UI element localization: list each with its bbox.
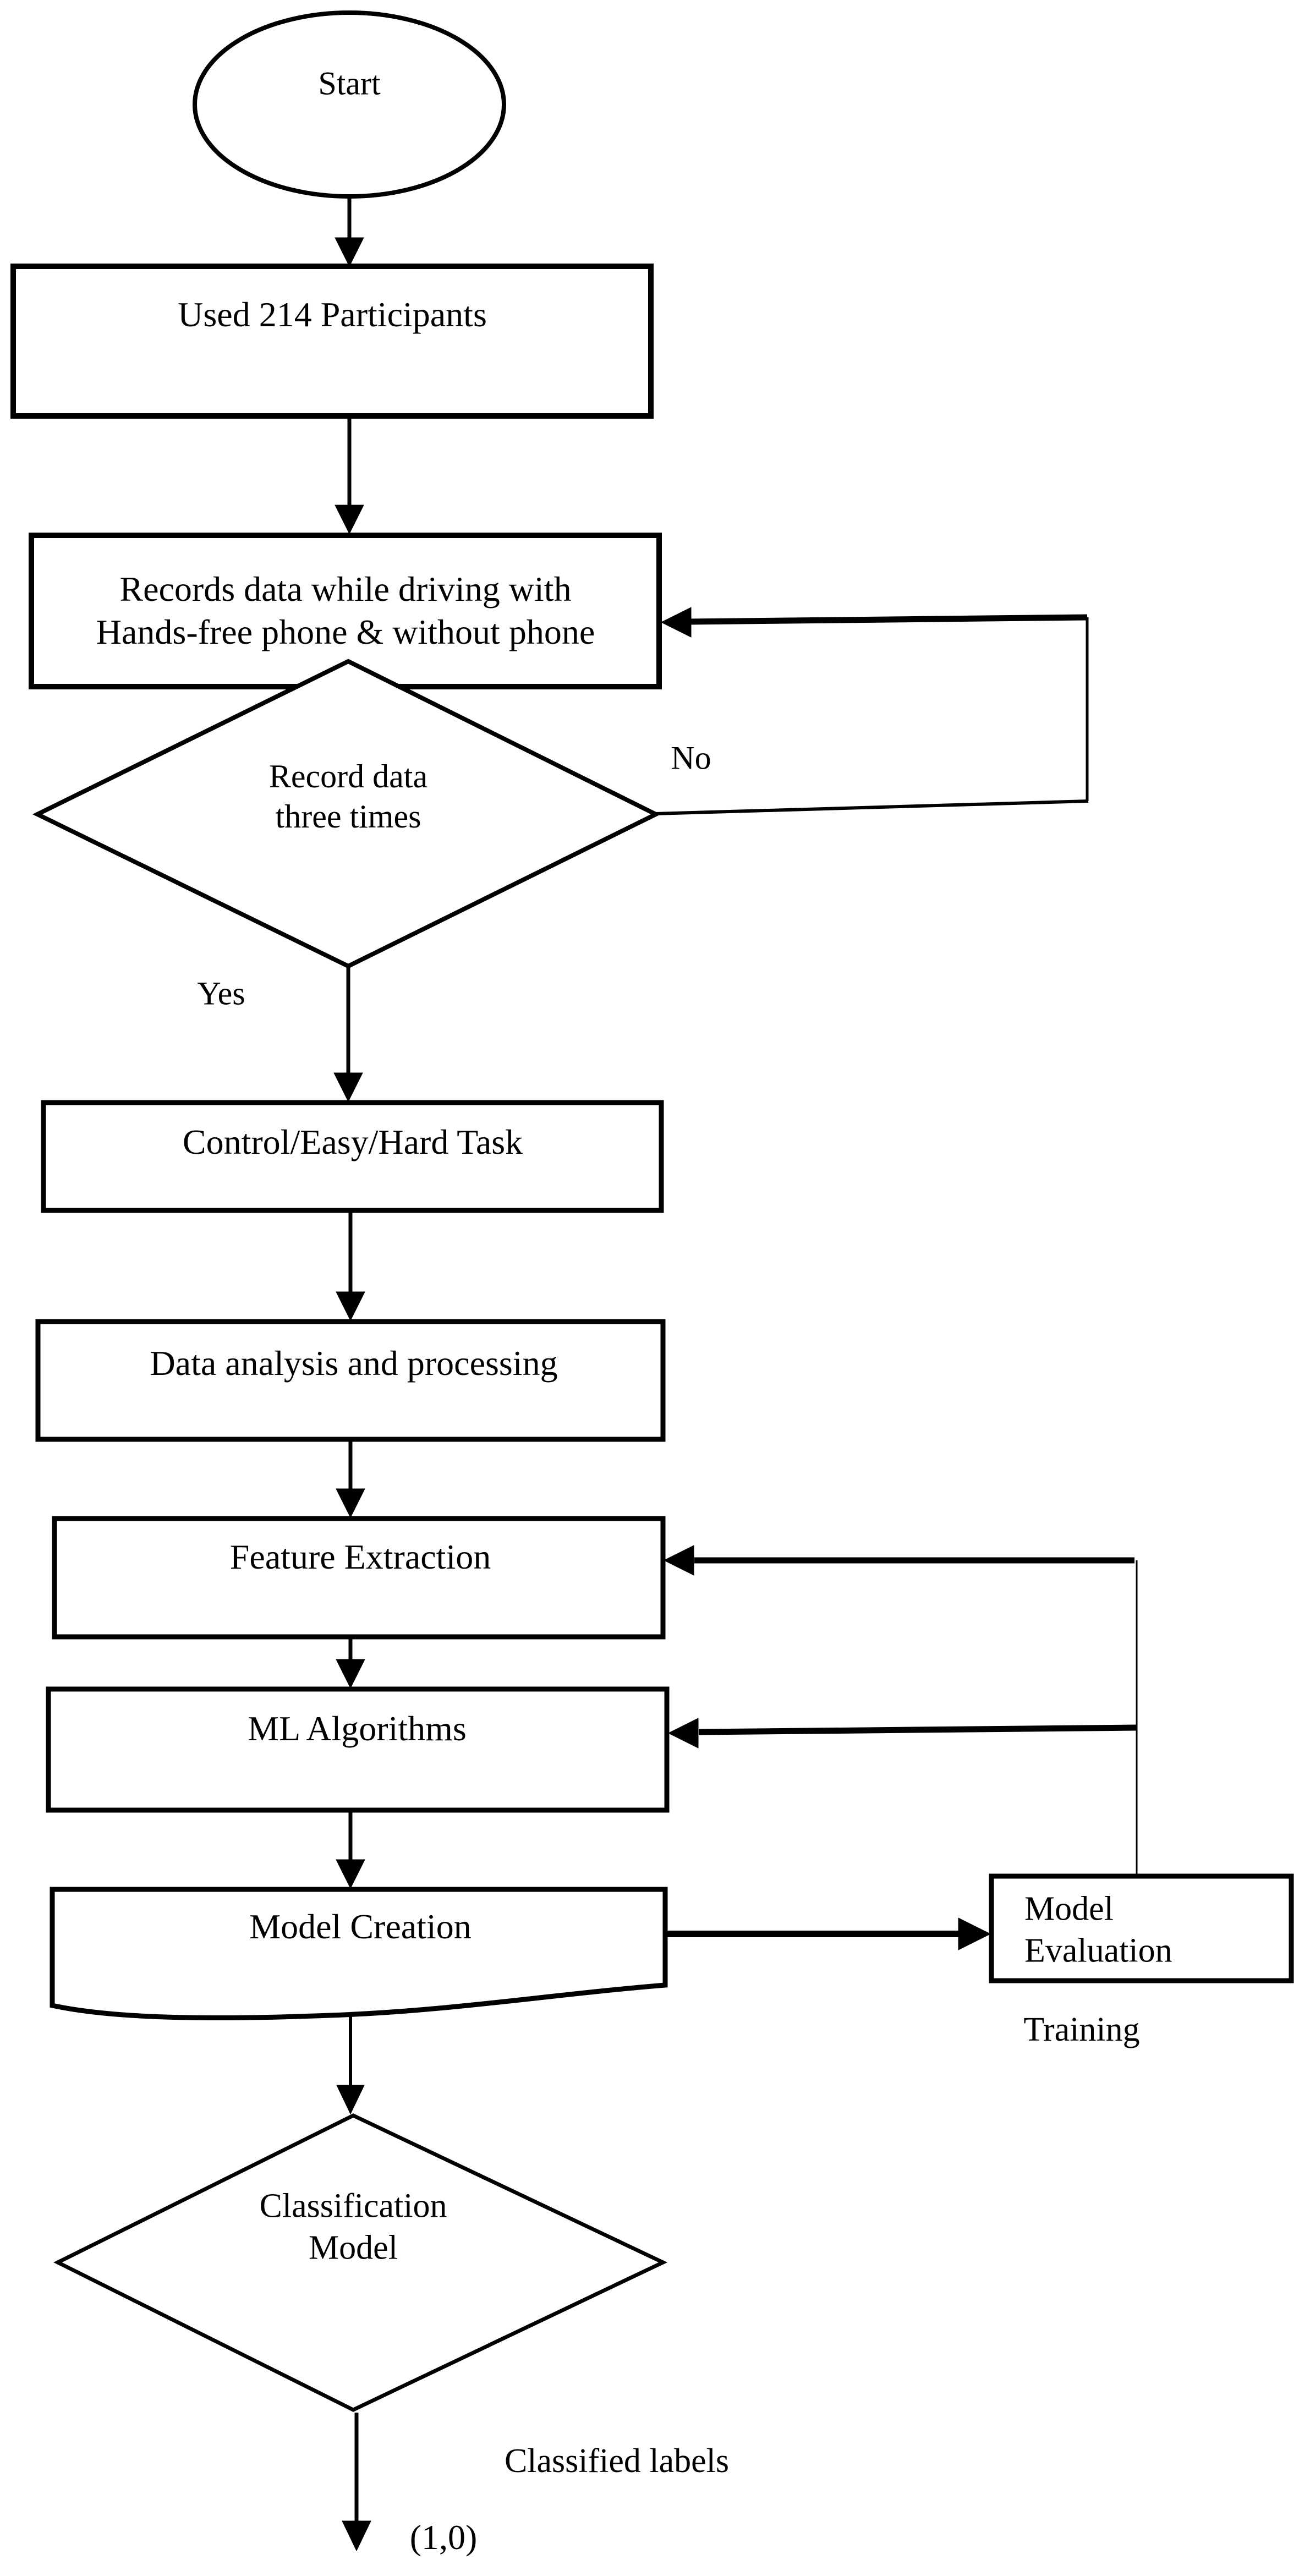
yes-edge-label: Yes xyxy=(197,975,245,1012)
arrowhead-yes-to-task xyxy=(333,1072,363,1103)
ml-box-shape xyxy=(46,1686,670,1813)
arrowhead-classification-to-output xyxy=(342,2520,371,2552)
task-label: Control/Easy/Hard Task xyxy=(182,1122,523,1161)
arrowhead-ml-to-model-creation xyxy=(336,1859,365,1889)
model-creation-document-shape xyxy=(50,1887,668,2020)
arrowhead-feedback-to-ml xyxy=(667,1718,699,1749)
participants-label: Used 214 Participants xyxy=(178,294,487,334)
arrowhead-participants-to-records xyxy=(335,505,364,535)
analysis-label: Data analysis and processing xyxy=(150,1343,558,1383)
arrowhead-creation-to-classification xyxy=(336,2085,365,2115)
arrowhead-task-to-analysis xyxy=(336,1291,365,1322)
start-label: Start xyxy=(318,65,381,102)
training-label: Training xyxy=(1023,2011,1140,2049)
model-creation-label: Model Creation xyxy=(249,1906,472,1946)
output-tuple-label: (1,0) xyxy=(409,2517,478,2557)
records-label: Records data while driving with Hands-fr… xyxy=(96,569,595,651)
arrowhead-start-to-participants xyxy=(335,237,364,267)
record-check-label: Record data three times xyxy=(268,758,428,835)
feature-box-shape xyxy=(52,1516,666,1640)
arrowhead-creation-to-evaluation xyxy=(958,1917,991,1950)
feature-label: Feature Extraction xyxy=(229,1537,491,1576)
model-evaluation-label: Model Evaluation xyxy=(1024,1890,1172,1969)
no-edge-label: No xyxy=(671,739,711,776)
no-loop-entry-line xyxy=(687,614,1088,625)
model-evaluation-box-shape xyxy=(989,1873,1294,1983)
classified-labels-label: Classified labels xyxy=(504,2442,730,2480)
participants-box-shape xyxy=(10,264,654,419)
classification-diamond-shape xyxy=(53,2113,668,2412)
arrowhead-feature-to-ml xyxy=(336,1659,365,1689)
arrowhead-no-loop-into-records xyxy=(660,607,692,638)
ml-label: ML Algorithms xyxy=(248,1708,467,1748)
no-loop-horizontal-line xyxy=(654,799,1089,815)
feedback-line-to-ml xyxy=(698,1724,1137,1735)
classification-label: Classification Model xyxy=(259,2187,447,2266)
arrowhead-feedback-to-feature xyxy=(663,1545,694,1576)
start-terminator-shape xyxy=(193,10,506,199)
arrowhead-analysis-to-feature xyxy=(336,1488,365,1519)
